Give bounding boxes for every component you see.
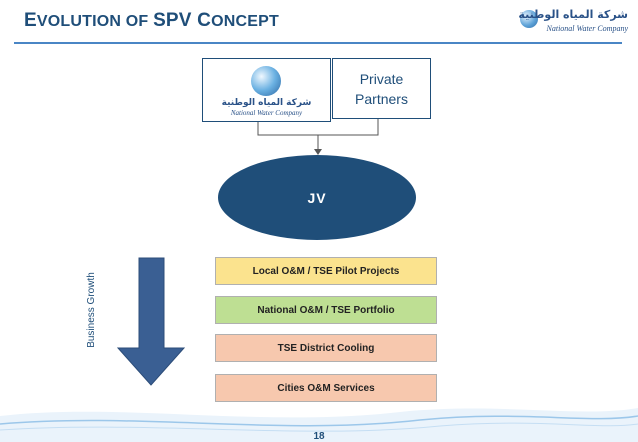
jv-label: JV	[307, 189, 327, 206]
slide-title: EVOLUTION OF SPV CONCEPT	[24, 10, 279, 32]
page-number: 18	[313, 431, 325, 442]
connector-arrowhead	[314, 149, 322, 155]
stage-label: National O&M / TSE Portfolio	[257, 304, 395, 316]
stage-bar: TSE District Cooling	[215, 334, 437, 362]
stage-label: TSE District Cooling	[277, 342, 375, 354]
company-logo: شركة المياه الوطنية National Water Compa…	[516, 6, 628, 38]
stage-label: Cities O&M Services	[277, 382, 375, 394]
nwc-logo-arabic: شركة المياه الوطنية	[221, 98, 312, 108]
company-logo-arabic: شركة المياه الوطنية	[518, 8, 628, 21]
private-partners-line: Partners	[355, 90, 408, 107]
title-part: VOLUTION OF	[36, 13, 154, 30]
title-part: E	[24, 10, 37, 31]
jv-ellipse: JV	[218, 155, 416, 240]
company-logo-english: National Water Company	[546, 24, 628, 33]
water-globe-icon	[520, 10, 538, 28]
private-partners-line: Private	[359, 70, 404, 87]
nwc-logo-english: National Water Company	[230, 109, 303, 117]
title-part: ONCEPT	[211, 13, 279, 30]
title-divider	[14, 42, 622, 44]
title-part: SPV C	[153, 10, 212, 31]
water-globe-icon	[251, 66, 281, 96]
stage-bar: National O&M / TSE Portfolio	[215, 296, 437, 324]
business-growth-label: Business Growth	[86, 272, 97, 348]
stage-bar: Local O&M / TSE Pilot Projects	[215, 257, 437, 285]
business-growth-arrow	[116, 257, 186, 386]
private-partners-box: Private Partners	[332, 58, 431, 119]
stage-bar: Cities O&M Services	[215, 374, 437, 402]
wave-decoration	[0, 408, 638, 442]
stage-label: Local O&M / TSE Pilot Projects	[252, 265, 400, 277]
nwc-logo-box: شركة المياه الوطنية National Water Compa…	[202, 58, 331, 122]
